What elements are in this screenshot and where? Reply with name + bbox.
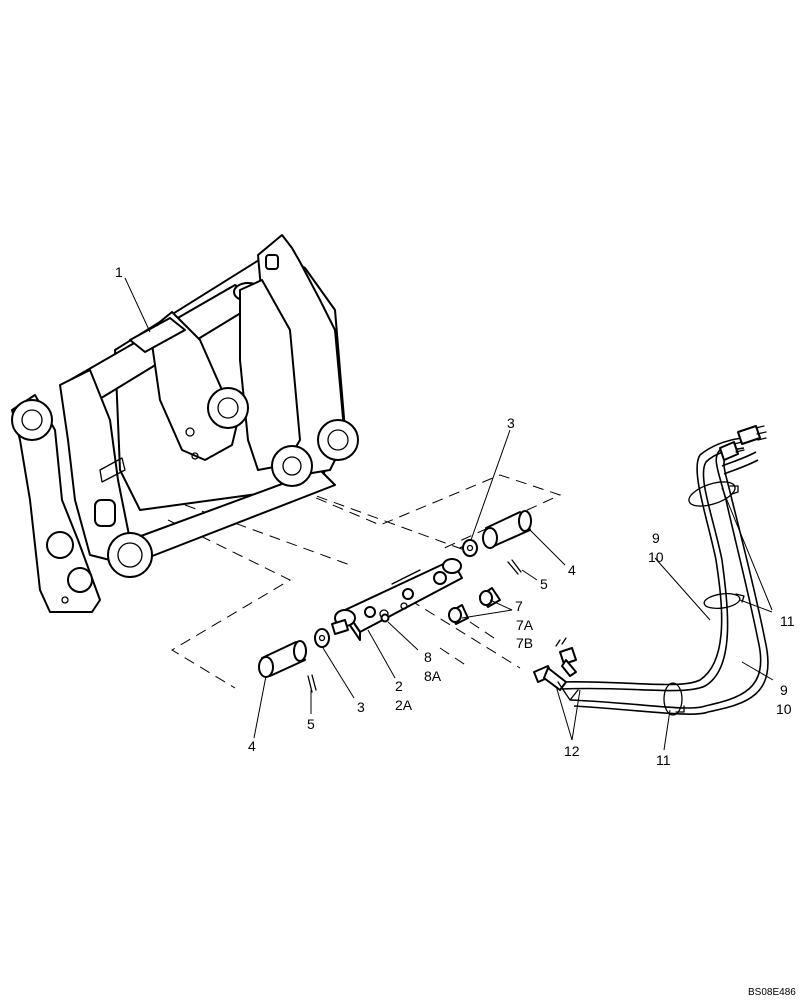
callout-labels: 1 3 4 5 7 7A 7B 8 8A 2 2A 3 5 4 9 10 11 … [115, 264, 796, 998]
coupler-frame [11, 234, 359, 613]
callout-2: 2 [395, 678, 403, 694]
fitting-upper [479, 587, 501, 608]
hose-end-fittings [719, 425, 767, 461]
callout-11-right: 11 [780, 613, 795, 629]
callout-1: 1 [115, 264, 123, 280]
callout-5-bottom: 5 [307, 716, 315, 732]
callout-3-top: 3 [507, 415, 515, 431]
washer-top [462, 539, 478, 557]
hose-clamp-mid [703, 592, 745, 610]
callout-4-bottom: 4 [248, 738, 256, 754]
callout-2a: 2A [395, 697, 413, 713]
hydraulic-hoses [559, 437, 769, 715]
reference-code: BS08E486 [748, 987, 796, 998]
assembly-guide-lines [167, 469, 562, 689]
callout-9-top: 9 [652, 530, 660, 546]
hose-clamp-bottom [663, 682, 685, 716]
callout-4-right: 4 [568, 562, 576, 578]
leader-lines [124, 277, 774, 751]
roll-pin-top [507, 559, 522, 575]
callout-8: 8 [424, 649, 432, 665]
elbow-fittings [533, 637, 579, 701]
hose-clamp-top [688, 481, 739, 507]
callout-5-right: 5 [540, 576, 548, 592]
callout-10-top: 10 [648, 549, 664, 565]
callout-7b: 7B [516, 635, 533, 651]
callout-7a: 7A [516, 617, 534, 633]
pin-bottom [258, 640, 307, 678]
cylinder [331, 542, 471, 641]
callout-8a: 8A [424, 668, 442, 684]
callout-11-bottom: 11 [656, 752, 671, 768]
callout-10-bottom: 10 [776, 701, 792, 717]
bleed-fitting [380, 613, 390, 623]
roll-pin-bottom [307, 674, 317, 693]
callout-12: 12 [564, 743, 580, 759]
fitting-lower [448, 604, 469, 625]
pin-top [482, 510, 532, 549]
callout-7: 7 [515, 598, 523, 614]
washer-bottom [314, 628, 330, 648]
callout-3-bottom: 3 [357, 699, 365, 715]
callout-9-bottom: 9 [780, 682, 788, 698]
